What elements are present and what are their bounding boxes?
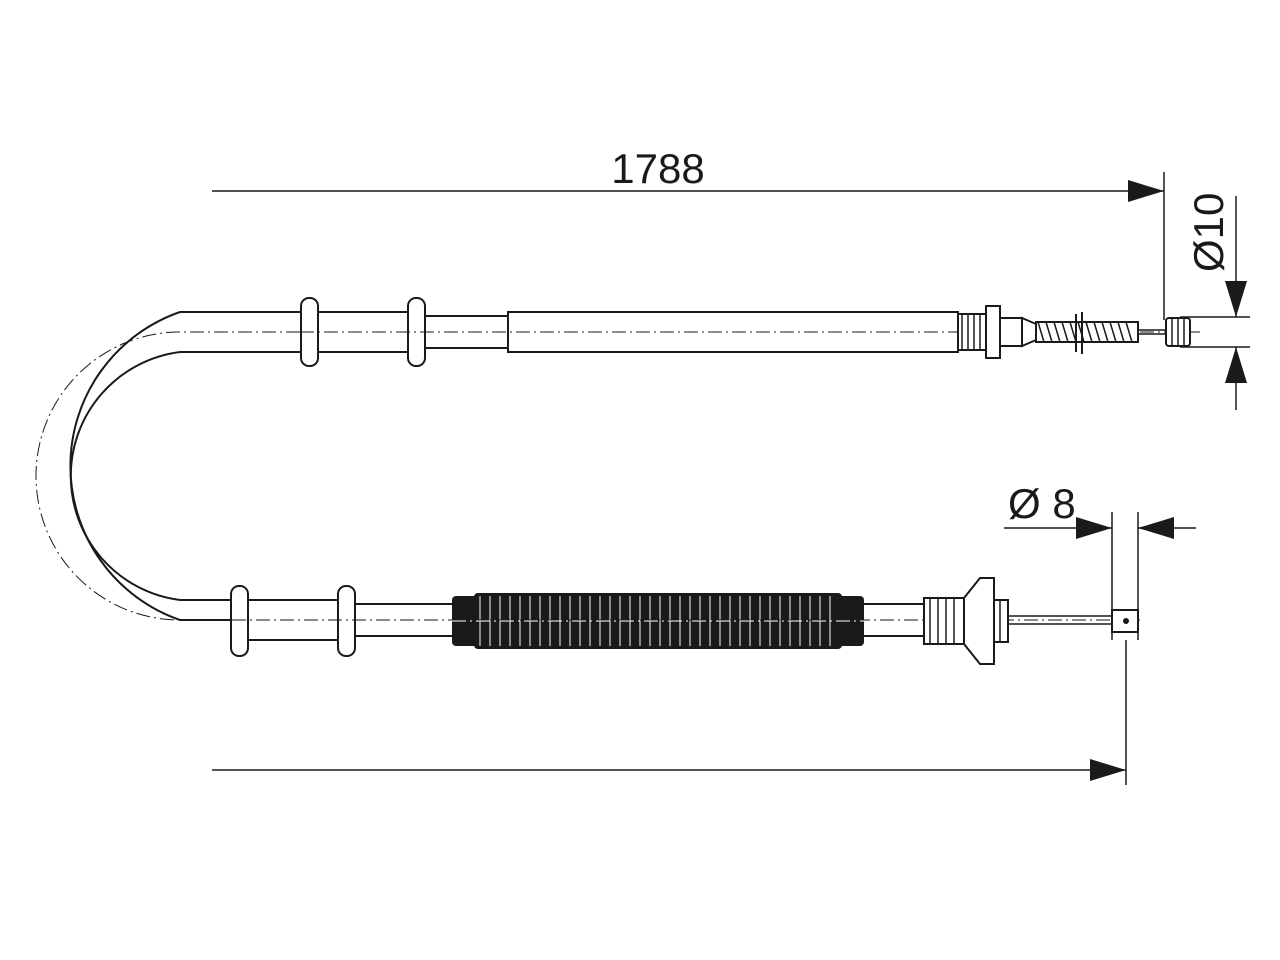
diameter-top-value: Ø10 xyxy=(1185,193,1232,272)
cable-bend xyxy=(35,311,300,621)
lower-cable xyxy=(230,577,1140,665)
grommet xyxy=(230,585,249,657)
hex-nut xyxy=(985,305,1001,359)
grommet xyxy=(337,585,356,657)
length-value: 1788 xyxy=(611,145,704,192)
length-dimension: 1788 xyxy=(212,145,1165,320)
diameter-dimension-top: Ø10 xyxy=(1180,193,1250,410)
diameter-bottom-value: Ø 8 xyxy=(1008,480,1076,527)
diameter-dimension-bottom: Ø 8 xyxy=(1004,480,1196,640)
return-spring xyxy=(1035,312,1139,354)
upper-cable xyxy=(300,297,1200,367)
mounting-flange xyxy=(963,577,995,665)
corrugated-boot xyxy=(452,593,864,649)
length-dimension-bottom xyxy=(212,640,1127,785)
